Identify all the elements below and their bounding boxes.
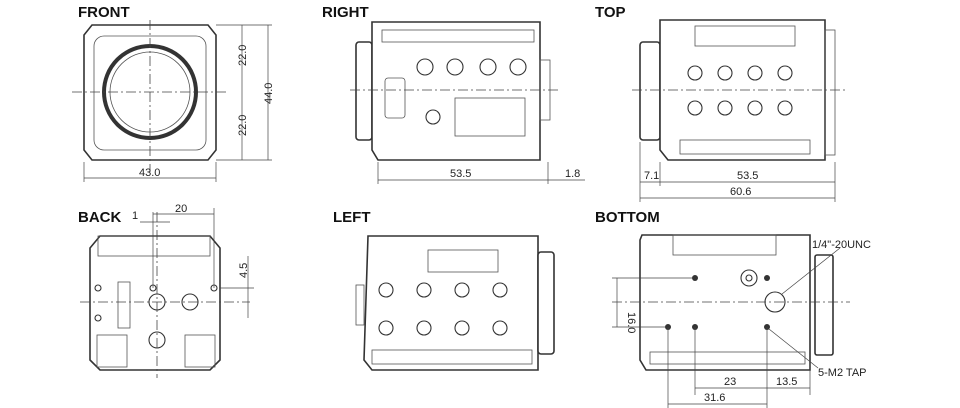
bottom-view: BOTTOM 1/4"-20UNC 16.0 5-M2 TAP 23 13.5 … xyxy=(595,209,871,408)
label-tap: 5-M2 TAP xyxy=(818,367,867,379)
top-title: TOP xyxy=(595,4,626,21)
dim-bottom-vertical: 16.0 xyxy=(625,312,637,333)
dim-bottom-13-5: 13.5 xyxy=(776,376,797,388)
top-view: TOP 7.1 53.5 60.6 xyxy=(595,4,845,202)
right-view: RIGHT 53.5 1.8 xyxy=(322,4,585,184)
dim-bottom-31-6: 31.6 xyxy=(704,392,725,404)
dim-front-bottom: 22.0 xyxy=(237,115,249,136)
front-view: FRONT 22.0 22.0 44.0 43.0 xyxy=(72,4,275,182)
dim-back-spacing: 20 xyxy=(175,203,187,215)
left-body xyxy=(363,235,539,371)
back-view: BACK 1 20 4.5 xyxy=(78,203,254,378)
front-title: FRONT xyxy=(78,4,130,21)
dim-top-body: 53.5 xyxy=(737,170,758,182)
dim-front-top: 22.0 xyxy=(237,45,249,66)
dim-front-width: 43.0 xyxy=(139,167,160,179)
dim-top-total: 60.6 xyxy=(730,186,751,198)
dim-right-length: 53.5 xyxy=(450,168,471,180)
label-thread: 1/4"-20UNC xyxy=(812,239,871,251)
left-title: LEFT xyxy=(333,209,371,226)
back-title: BACK xyxy=(78,209,121,226)
bottom-title: BOTTOM xyxy=(595,209,660,226)
left-holes xyxy=(378,282,508,336)
right-title: RIGHT xyxy=(322,4,369,21)
dim-bottom-23: 23 xyxy=(724,376,736,388)
dim-front-total: 44.0 xyxy=(263,83,275,104)
bottom-body xyxy=(639,234,811,371)
dim-top-lens: 7.1 xyxy=(644,170,659,182)
dim-back-vertical: 4.5 xyxy=(238,263,250,278)
dim-back-offset: 1 xyxy=(132,210,138,222)
dim-right-offset: 1.8 xyxy=(565,168,580,180)
left-view: LEFT xyxy=(333,209,555,371)
top-holes xyxy=(687,65,793,116)
right-body xyxy=(371,21,541,161)
